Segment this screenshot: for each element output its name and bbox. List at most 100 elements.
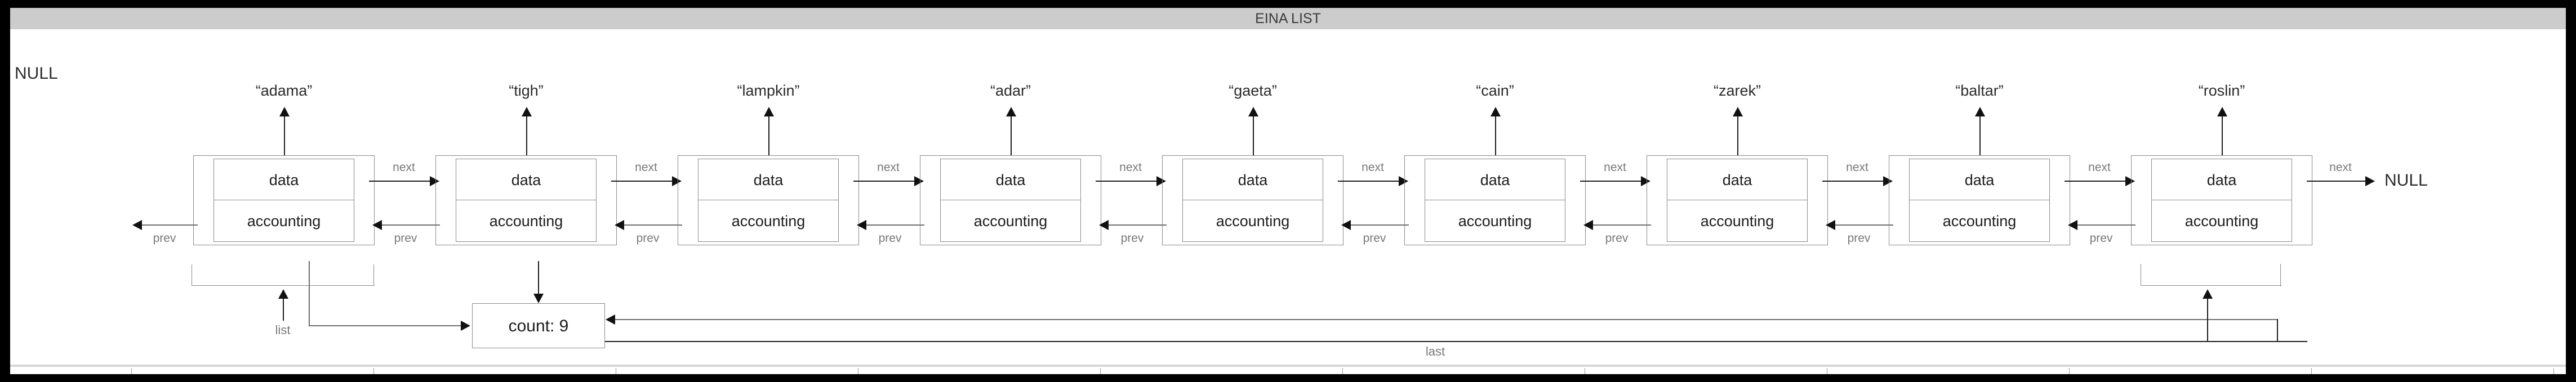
list-pointer-label: list xyxy=(275,323,291,337)
last-incoming-line xyxy=(614,319,2277,320)
node-outer-box xyxy=(435,155,617,245)
node-value-label: “cain” xyxy=(1476,82,1514,99)
prev-edge-line xyxy=(1108,224,1167,226)
list-bracket-right xyxy=(373,264,374,286)
count-label: count: 9 xyxy=(508,317,569,335)
node-data-cell: data xyxy=(214,159,354,200)
node-data-cell: data xyxy=(1910,159,2049,200)
next-edge-label: next xyxy=(1846,161,1868,174)
window-titlebar: EINA LIST xyxy=(10,8,2566,29)
next-edge-label: next xyxy=(1119,161,1142,174)
node-value-pointer-stem xyxy=(284,116,285,155)
lower-section-tick xyxy=(2553,368,2554,374)
node-value-pointer-arrowhead xyxy=(1975,107,1985,116)
node-value-pointer-arrowhead xyxy=(2217,107,2227,116)
node-value-pointer-arrowhead xyxy=(1006,107,1016,116)
next-edge-line xyxy=(2065,181,2126,182)
next-edge-label: next xyxy=(2088,161,2111,174)
prev-edge-label: prev xyxy=(1120,232,1144,245)
prev-edge-label: prev xyxy=(1847,232,1871,245)
next-edge-label: next xyxy=(1604,161,1626,174)
count-feed-arrowhead xyxy=(461,321,470,331)
lower-section-tick xyxy=(1342,368,1343,374)
last-bracket-right xyxy=(2277,319,2278,341)
lower-section-tick xyxy=(1100,368,1101,374)
prev-edge-line xyxy=(2077,224,2135,226)
node-value-pointer-stem xyxy=(1979,116,1981,155)
node-outer-box xyxy=(2131,155,2312,245)
null-terminator-right: NULL xyxy=(2384,171,2428,190)
count-feed-vertical xyxy=(309,261,310,326)
next-edge-line xyxy=(853,181,915,182)
prev-edge-arrowhead xyxy=(372,220,382,230)
list-pointer-stem xyxy=(283,298,284,321)
prev-edge-arrowhead xyxy=(1583,220,1593,230)
count-feed-horizontal xyxy=(309,325,462,326)
lower-section-tick xyxy=(131,368,132,374)
lower-section-tick xyxy=(373,368,374,374)
node-value-label: “roslin” xyxy=(2198,82,2245,99)
node-value-pointer-stem xyxy=(1253,116,1254,155)
next-edge-label: next xyxy=(877,161,900,174)
next-edge-label: next xyxy=(635,161,657,174)
lower-section-tick xyxy=(2311,368,2312,374)
node-value-pointer-stem xyxy=(1011,116,1012,155)
prev-edge-label: prev xyxy=(153,232,176,245)
last-return-line xyxy=(605,341,2307,342)
node-data-cell: data xyxy=(941,159,1080,200)
count-box: count: 9 xyxy=(472,303,605,348)
node-accounting-cell: accounting xyxy=(1458,213,1532,230)
prev-edge-label: prev xyxy=(394,232,417,245)
node-accounting-cell: accounting xyxy=(247,213,321,230)
last-pointer-label: last xyxy=(1425,344,1445,358)
last-pointer-stem xyxy=(2207,298,2208,341)
node-value-pointer-arrowhead xyxy=(764,107,774,116)
next-edge-line xyxy=(1822,181,1884,182)
last-pointer-arrowhead xyxy=(2203,289,2213,299)
prev-edge-line xyxy=(866,224,924,226)
node-accounting-cell: accounting xyxy=(489,213,563,230)
prev-edge-arrowhead xyxy=(1341,220,1351,230)
next-edge-line xyxy=(2307,181,2366,182)
node-data-cell: data xyxy=(456,159,596,200)
node-data-cell: data xyxy=(698,159,838,200)
node-value-label: “zarek” xyxy=(1713,82,1761,99)
next-edge-arrowhead xyxy=(2125,176,2135,186)
lower-section-tick xyxy=(2069,368,2070,374)
null-terminator-left: NULL xyxy=(15,64,58,83)
prev-edge-line xyxy=(381,224,440,226)
node-value-pointer-stem xyxy=(526,116,527,155)
node-value-pointer-arrowhead xyxy=(522,107,532,116)
next-edge-arrowhead xyxy=(430,176,439,186)
node-outer-box xyxy=(193,155,375,245)
node-value-pointer-stem xyxy=(768,116,769,155)
prev-edge-arrowhead xyxy=(2068,220,2077,230)
node-inner-box: data accounting xyxy=(213,159,354,242)
node-outer-box xyxy=(1404,155,1586,245)
node-inner-box: data accounting xyxy=(456,159,597,242)
prev-edge-line xyxy=(1592,224,1651,226)
count-down-stem xyxy=(538,261,539,295)
window-title: EINA LIST xyxy=(1255,11,1321,26)
next-edge-arrowhead xyxy=(1399,176,1408,186)
prev-edge-arrowhead xyxy=(1826,220,1835,230)
prev-edge-label: prev xyxy=(878,232,902,245)
list-bracket-span xyxy=(192,285,375,286)
node-outer-box xyxy=(920,155,1101,245)
prev-edge-line xyxy=(141,224,198,226)
node-value-label: “gaeta” xyxy=(1229,82,1277,99)
node-data-cell: data xyxy=(1183,159,1323,200)
node-accounting-cell: accounting xyxy=(1942,213,2017,230)
node-value-label: “baltar” xyxy=(1955,82,2004,99)
last-node-bracket-span xyxy=(2141,285,2281,286)
node-outer-box xyxy=(678,155,859,245)
node-accounting-cell: accounting xyxy=(1700,213,1774,230)
next-edge-label: next xyxy=(393,161,415,174)
next-edge-line xyxy=(1338,181,1400,182)
node-value-pointer-arrowhead xyxy=(1733,107,1743,116)
